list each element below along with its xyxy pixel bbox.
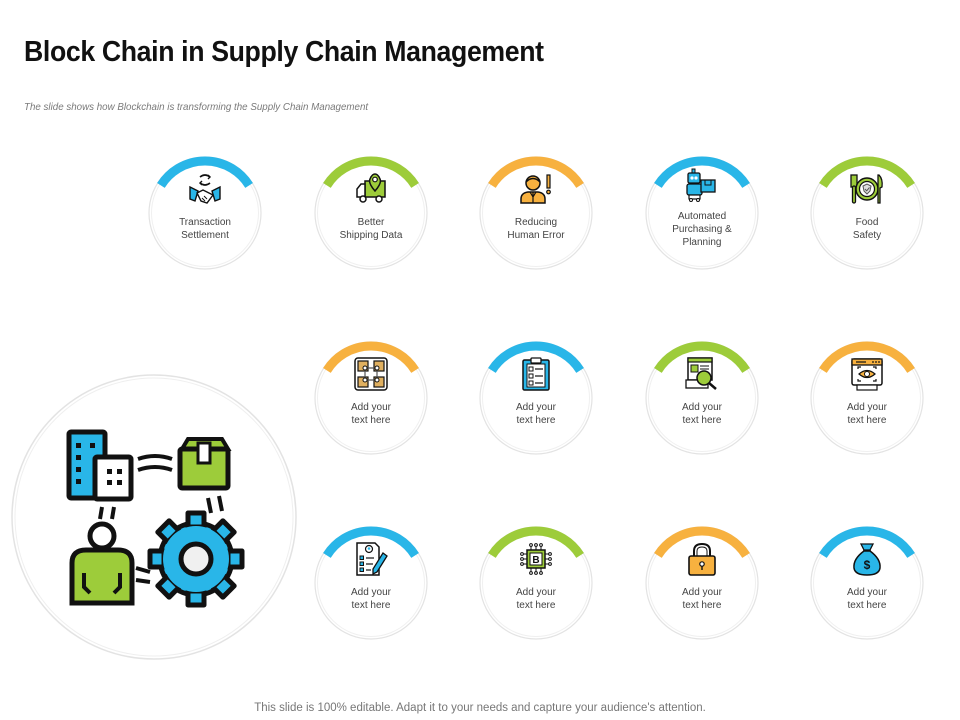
node-label-line: Reducing bbox=[514, 217, 558, 228]
node-label-line: Purchasing & bbox=[672, 224, 732, 235]
ring-decoration bbox=[148, 156, 262, 270]
node-label-line: Planning bbox=[682, 237, 722, 248]
delivery-truck-location-icon bbox=[356, 173, 386, 203]
node-label-line: Transaction bbox=[179, 217, 231, 228]
node-label-line: text here bbox=[516, 600, 556, 611]
bitcoin-chip-icon: B bbox=[520, 543, 552, 575]
hub-circle bbox=[10, 373, 298, 661]
node-placeholder-2: Add your text here bbox=[476, 338, 596, 458]
node-label-line: text here bbox=[351, 600, 391, 611]
node-placeholder-4: Add your text here bbox=[807, 338, 927, 458]
ring-decoration bbox=[314, 341, 428, 455]
svg-text:B: B bbox=[532, 555, 539, 566]
node-placeholder-5: Add your text here bbox=[311, 523, 431, 643]
node-label: Add your text here bbox=[486, 586, 586, 612]
node-label-line: Add your bbox=[515, 587, 557, 598]
ring-decoration bbox=[645, 526, 759, 640]
node-label-line: Safety bbox=[852, 230, 882, 241]
document-search-icon bbox=[685, 357, 717, 390]
node-label-line: Better bbox=[357, 217, 385, 228]
robot-delivery-icon bbox=[686, 168, 716, 202]
node-label: Add your text here bbox=[652, 586, 752, 612]
node-label: Add your text here bbox=[321, 401, 421, 427]
node-label-line: Add your bbox=[515, 402, 557, 413]
node-label-line: Add your bbox=[846, 587, 888, 598]
ring-decoration bbox=[479, 341, 593, 455]
money-bag-icon: $ bbox=[853, 543, 881, 576]
handshake-exchange-icon bbox=[189, 174, 221, 204]
node-label-line: text here bbox=[847, 415, 887, 426]
ring-decoration bbox=[479, 526, 593, 640]
svg-text:$: $ bbox=[864, 558, 871, 572]
node-label-line: Human Error bbox=[507, 230, 565, 241]
node-placeholder-6: B Add your text here bbox=[476, 523, 596, 643]
ring-decoration bbox=[645, 341, 759, 455]
supply-network-icon bbox=[11, 374, 297, 660]
node-label: Add your text here bbox=[817, 401, 917, 427]
padlock-icon bbox=[688, 542, 716, 576]
node-label-line: Add your bbox=[681, 587, 723, 598]
ring-decoration bbox=[314, 526, 428, 640]
node-label-line: Add your bbox=[350, 402, 392, 413]
plate-cutlery-shield-icon bbox=[850, 174, 883, 204]
node-label: Add your text here bbox=[486, 401, 586, 427]
node-placeholder-8: $ Add your text here bbox=[807, 523, 927, 643]
node-label-line: Add your bbox=[681, 402, 723, 413]
node-label-line: Automated bbox=[677, 211, 727, 222]
node-label-line: Shipping Data bbox=[339, 230, 403, 241]
node-label-line: text here bbox=[516, 415, 556, 426]
ring-decoration bbox=[810, 341, 924, 455]
node-placeholder-7: Add your text here bbox=[642, 523, 762, 643]
node-label-line: Add your bbox=[846, 402, 888, 413]
node-label-line: Food bbox=[855, 217, 879, 228]
network-nodes-icon bbox=[354, 357, 388, 391]
node-label: Add your text here bbox=[817, 586, 917, 612]
clipboard-checklist-icon bbox=[522, 357, 550, 391]
person-alert-icon bbox=[520, 174, 551, 204]
node-label: Add your text here bbox=[652, 401, 752, 427]
node-label-line: text here bbox=[682, 600, 722, 611]
slide-subtitle: The slide shows how Blockchain is transf… bbox=[24, 101, 369, 113]
node-placeholder-3: Add your text here bbox=[642, 338, 762, 458]
ring-decoration bbox=[810, 156, 924, 270]
node-label-line: Settlement bbox=[181, 230, 229, 241]
ring-decoration bbox=[645, 156, 759, 270]
node-label: Add your text here bbox=[321, 586, 421, 612]
node-label-line: text here bbox=[351, 415, 391, 426]
ring-decoration bbox=[314, 156, 428, 270]
node-label-line: Add your bbox=[350, 587, 392, 598]
node-placeholder-1: Add your text here bbox=[311, 338, 431, 458]
ring-decoration bbox=[810, 526, 924, 640]
slide-title: Block Chain in Supply Chain Management bbox=[24, 36, 544, 68]
node-label-line: text here bbox=[682, 415, 722, 426]
contract-signing-icon bbox=[356, 542, 388, 576]
ring-decoration bbox=[479, 156, 593, 270]
node-label-line: text here bbox=[847, 600, 887, 611]
browser-eye-scan-icon bbox=[851, 358, 883, 391]
footer-note: This slide is 100% editable. Adapt it to… bbox=[254, 702, 706, 714]
